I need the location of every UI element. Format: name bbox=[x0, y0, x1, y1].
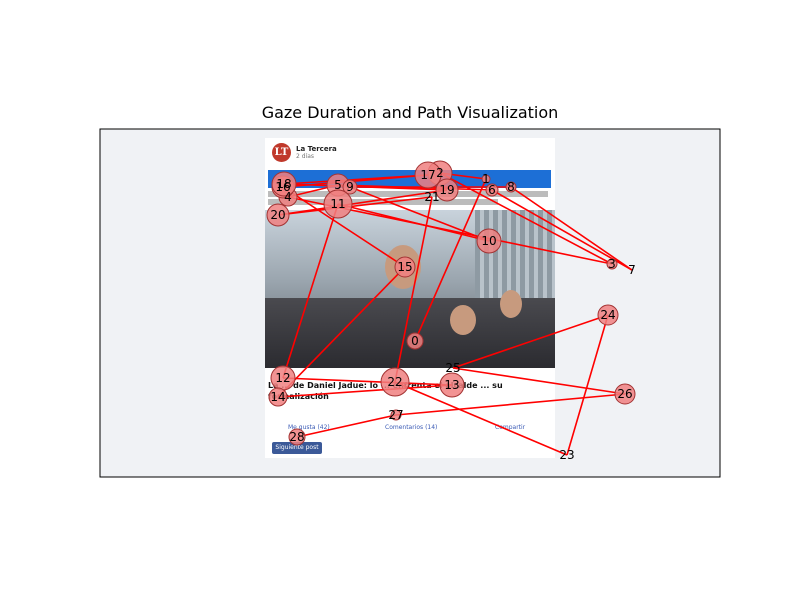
fixation-label: 23 bbox=[559, 448, 574, 462]
fixation-point bbox=[614, 383, 636, 405]
fixation-label: 3 bbox=[608, 257, 616, 271]
fixation-point bbox=[606, 258, 618, 270]
fixation-point bbox=[342, 179, 358, 195]
fixation-point bbox=[271, 171, 297, 197]
gaze-path-segment bbox=[566, 314, 609, 456]
fixation-point bbox=[390, 409, 402, 421]
body-text-line bbox=[268, 191, 548, 197]
fixation-point bbox=[394, 256, 416, 278]
fixation-point bbox=[505, 181, 517, 193]
fixation-point bbox=[435, 178, 459, 202]
gaze-path-segment bbox=[349, 186, 490, 242]
gaze-path-segment bbox=[277, 196, 433, 216]
fixation-point bbox=[268, 387, 288, 407]
like-action: Me gusta (42) bbox=[288, 424, 330, 431]
fixation-label: 8 bbox=[507, 180, 515, 194]
gaze-path-segment bbox=[394, 196, 433, 383]
la-tercera-logo: LT bbox=[272, 143, 291, 162]
gaze-path-segment bbox=[283, 183, 448, 191]
fixation-label: 12 bbox=[275, 371, 290, 385]
fixation-label: 0 bbox=[411, 334, 419, 348]
fixation-point bbox=[380, 367, 410, 397]
next-post-button: Siguiente post bbox=[272, 442, 322, 454]
gaze-path-segment bbox=[510, 186, 633, 271]
fixation-point bbox=[266, 203, 290, 227]
fixation-point bbox=[481, 174, 491, 184]
share-action: Compartir bbox=[495, 424, 526, 431]
fixation-label: 27 bbox=[388, 408, 403, 422]
photo-face bbox=[500, 290, 522, 318]
fixation-label: 9 bbox=[346, 180, 354, 194]
fixation-point bbox=[485, 183, 499, 197]
fixation-point bbox=[414, 161, 442, 189]
gaze-path-segment bbox=[337, 203, 490, 242]
fixation-label: 10 bbox=[481, 234, 496, 248]
fixation-label: 24 bbox=[600, 308, 615, 322]
gaze-path-segment bbox=[394, 381, 568, 456]
fixation-label: 16 bbox=[275, 180, 290, 194]
fixation-label: 20 bbox=[270, 208, 285, 222]
fixation-label: 4 bbox=[284, 190, 292, 204]
gaze-path-segment bbox=[414, 178, 487, 342]
fixation-point bbox=[406, 332, 424, 350]
fixation-label: 19 bbox=[439, 183, 454, 197]
gaze-path-segment bbox=[277, 384, 453, 398]
fixation-point bbox=[476, 228, 502, 254]
fixation-label: 7 bbox=[628, 263, 636, 277]
fixation-label: 17 bbox=[420, 168, 435, 182]
fixation-point bbox=[597, 304, 619, 326]
fixation-label: 11 bbox=[330, 197, 345, 211]
fixation-label: 26 bbox=[617, 387, 632, 401]
comment-action: Comentarios (14) bbox=[385, 424, 438, 431]
gaze-path-segment bbox=[277, 189, 448, 216]
gaze-path-segment bbox=[452, 367, 626, 395]
fixation-label: 25 bbox=[445, 361, 460, 375]
gaze-path-segment bbox=[439, 172, 613, 265]
chart-title: Gaze Duration and Path Visualization bbox=[261, 103, 559, 122]
fixation-label: 5 bbox=[334, 178, 342, 192]
gaze-path-segment bbox=[282, 377, 453, 386]
fixation-label: 14 bbox=[270, 390, 285, 404]
fixation-label: 18 bbox=[276, 177, 291, 191]
news-photo bbox=[265, 210, 555, 368]
fixation-point bbox=[439, 372, 465, 398]
fixation-label: 15 bbox=[397, 260, 412, 274]
fixation-point bbox=[323, 189, 353, 219]
fixation-label: 6 bbox=[488, 183, 496, 197]
post-time: 2 días bbox=[296, 153, 315, 160]
source-name: La Tercera bbox=[296, 145, 337, 153]
fixation-label: 13 bbox=[444, 378, 459, 392]
gaze-path-segment bbox=[395, 393, 626, 416]
fixation-point bbox=[288, 428, 306, 446]
fixation-label: 21 bbox=[424, 190, 439, 204]
fixation-label: 2 bbox=[436, 166, 444, 180]
photo-face bbox=[450, 305, 476, 335]
gaze-path-segment bbox=[296, 414, 397, 438]
fixation-label: 1 bbox=[482, 172, 490, 186]
gaze-path-segment bbox=[491, 189, 633, 271]
gaze-path-segment bbox=[282, 203, 339, 379]
gaze-path-segment bbox=[277, 266, 406, 398]
gaze-path-segment bbox=[282, 186, 406, 268]
fixation-label: 28 bbox=[289, 430, 304, 444]
gaze-path-segment bbox=[452, 314, 609, 369]
fixation-label: 22 bbox=[387, 375, 402, 389]
gaze-path-segment bbox=[283, 174, 429, 185]
